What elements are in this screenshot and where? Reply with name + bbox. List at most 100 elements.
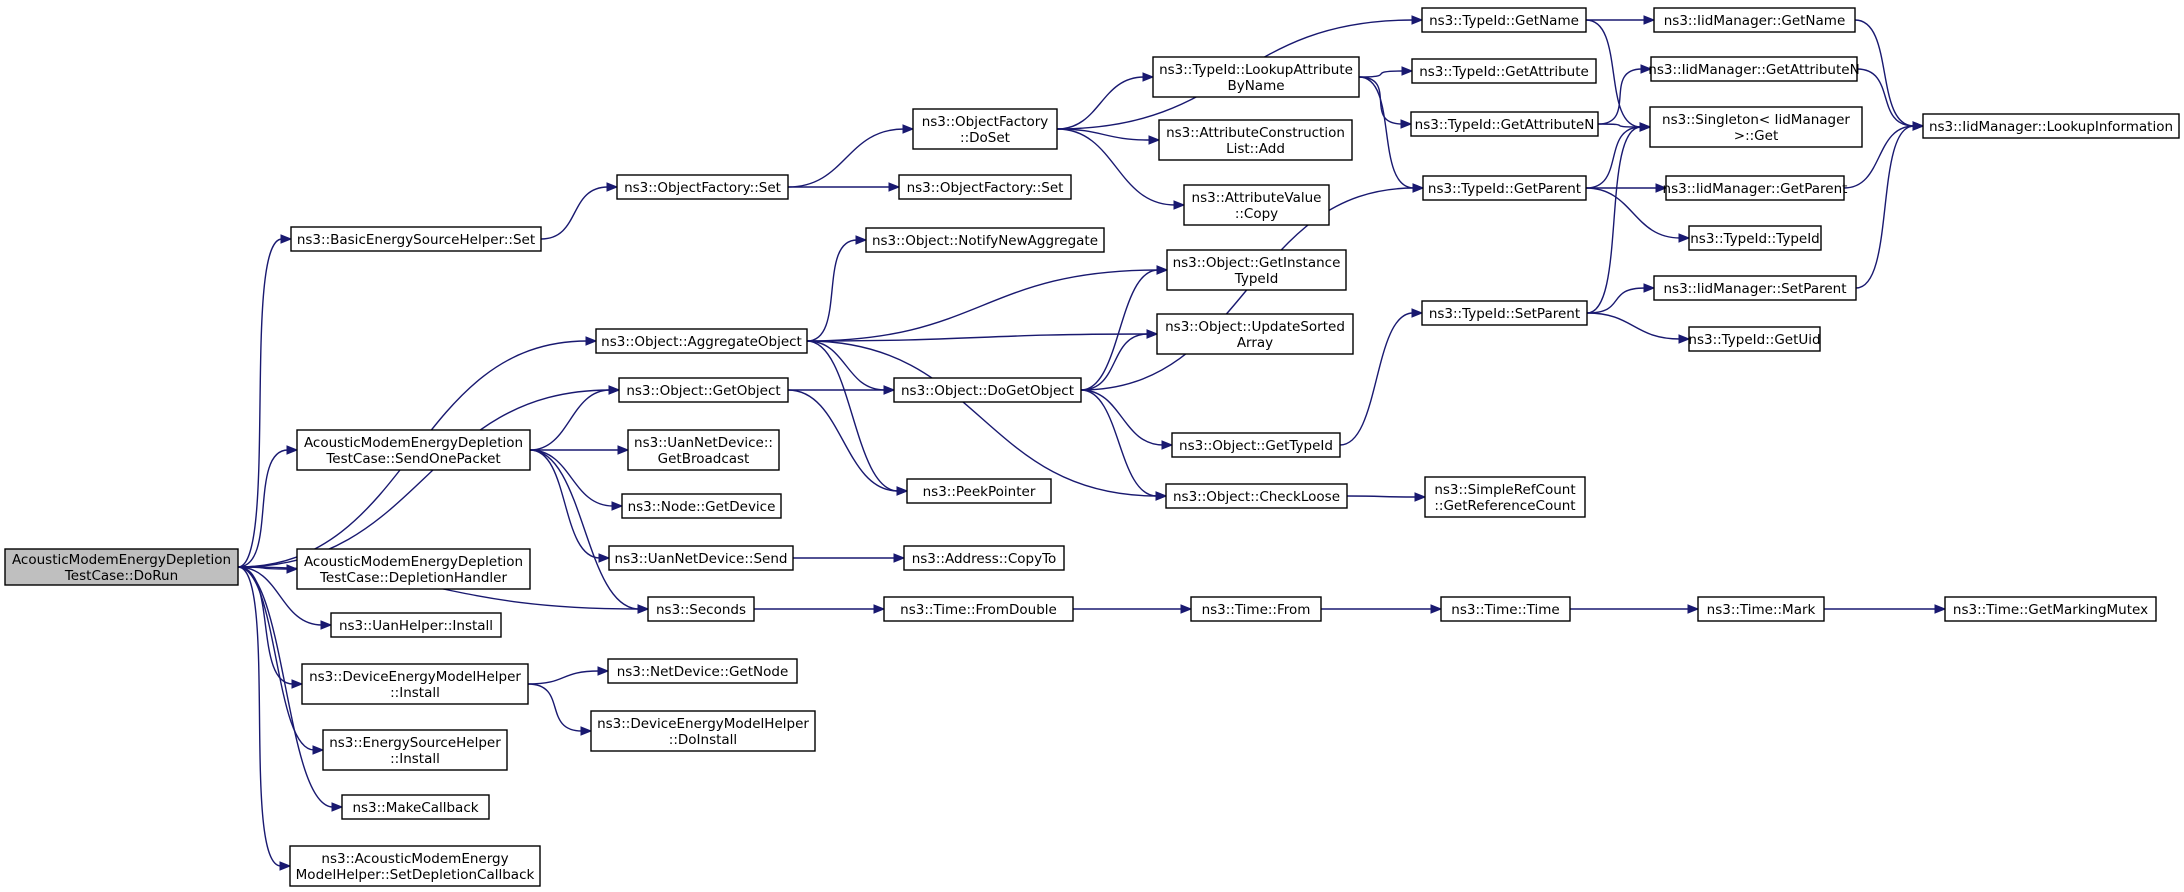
- node-tid-setparent[interactable]: ns3::TypeId::SetParent: [1421, 300, 1588, 326]
- node-time-fromdouble[interactable]: ns3::Time::FromDouble: [883, 596, 1074, 622]
- node-box: [1411, 58, 1597, 84]
- node-of-set1[interactable]: ns3::ObjectFactory::Set: [616, 174, 789, 200]
- arrowhead: [1643, 15, 1656, 25]
- edge-of-doset-to-tid-lookup: [1056, 76, 1145, 130]
- node-demh-doinstall[interactable]: ns3::DeviceEnergyModelHelper::DoInstall: [590, 710, 816, 752]
- node-root[interactable]: AcousticModemEnergyDepletionTestCase::Do…: [4, 548, 239, 586]
- node-box: [608, 545, 794, 571]
- node-amemh-setdepl[interactable]: ns3::AcousticModemEnergyModelHelper::Set…: [289, 845, 541, 887]
- node-label: ::Copy: [1235, 206, 1278, 222]
- node-of-doset[interactable]: ns3::ObjectFactory::DoSet: [912, 108, 1058, 150]
- node-label: ::DoSet: [960, 130, 1010, 146]
- arrowhead: [1142, 72, 1155, 82]
- arrowhead: [1640, 64, 1653, 74]
- node-box: [883, 596, 1074, 622]
- node-time-mark[interactable]: ns3::Time::Mark: [1697, 596, 1825, 622]
- node-makecallback[interactable]: ns3::MakeCallback: [341, 794, 490, 820]
- node-seconds[interactable]: ns3::Seconds: [647, 596, 755, 622]
- node-box: [903, 545, 1065, 571]
- node-label: ns3::Object::DoGetObject: [901, 383, 1074, 399]
- node-label: ::GetReferenceCount: [1434, 498, 1575, 514]
- node-box: [1165, 483, 1348, 509]
- node-tid-typeid[interactable]: ns3::TypeId::TypeId: [1688, 225, 1822, 251]
- arrowhead: [585, 336, 598, 346]
- arrowhead: [855, 235, 868, 245]
- node-tid-getattrn[interactable]: ns3::TypeId::GetAttributeN: [1410, 111, 1599, 137]
- edge-root-to-send-one: [237, 449, 289, 568]
- node-depl-handler[interactable]: AcousticModemEnergyDepletionTestCase::De…: [296, 548, 531, 590]
- node-label: ns3::DeviceEnergyModelHelper: [597, 716, 809, 732]
- node-box: [595, 328, 808, 354]
- node-iid-getattrn[interactable]: ns3::IidManager::GetAttributeN: [1648, 56, 1860, 82]
- node-box: [865, 227, 1105, 253]
- arrowhead: [1912, 121, 1925, 131]
- node-of-set2[interactable]: ns3::ObjectFactory::Set: [898, 174, 1072, 200]
- node-box: [4, 548, 239, 586]
- node-label: TestCase::DoRun: [64, 568, 178, 584]
- node-time-getmutex[interactable]: ns3::Time::GetMarkingMutex: [1944, 596, 2157, 622]
- edge-iid-getattrn-to-iid-lookupinfo: [1856, 68, 1915, 127]
- node-label: ns3::Node::GetDevice: [628, 499, 776, 515]
- node-obj-getobject[interactable]: ns3::Object::GetObject: [618, 377, 789, 403]
- node-av-copy[interactable]: ns3::AttributeValue::Copy: [1183, 184, 1330, 226]
- node-box: [341, 794, 490, 820]
- node-esh-install[interactable]: ns3::EnergySourceHelper::Install: [322, 729, 508, 771]
- node-besh-set[interactable]: ns3::BasicEnergySourceHelper::Set: [290, 226, 542, 252]
- node-src-getref[interactable]: ns3::SimpleRefCount::GetReferenceCount: [1424, 476, 1586, 518]
- node-box: [1922, 113, 2180, 139]
- node-box: [1156, 313, 1354, 355]
- node-peekpointer[interactable]: ns3::PeekPointer: [906, 478, 1052, 504]
- edge-obj-aggregate-to-obj-notify: [806, 239, 858, 342]
- node-iid-getparent[interactable]: ns3::IidManager::GetParent: [1663, 175, 1848, 201]
- node-singleton[interactable]: ns3::Singleton< IidManager>::Get: [1649, 106, 1863, 148]
- node-time-time[interactable]: ns3::Time::Time: [1440, 596, 1571, 622]
- node-obj-checkloose[interactable]: ns3::Object::CheckLoose: [1165, 483, 1348, 509]
- node-label: ::Install: [390, 751, 440, 767]
- node-iid-getname[interactable]: ns3::IidManager::GetName: [1653, 7, 1856, 33]
- node-tid-getattr[interactable]: ns3::TypeId::GetAttribute: [1411, 58, 1597, 84]
- node-box: [1650, 56, 1858, 82]
- node-nd-getnode[interactable]: ns3::NetDevice::GetNode: [607, 658, 798, 684]
- node-label: ns3::Object::GetTypeId: [1179, 438, 1333, 454]
- node-obj-aggregate[interactable]: ns3::Object::AggregateObject: [595, 328, 808, 354]
- arrowhead: [637, 604, 650, 614]
- node-tid-getparent[interactable]: ns3::TypeId::GetParent: [1422, 175, 1587, 201]
- edge-obj-aggregate-to-peekpointer: [806, 340, 899, 492]
- node-uan-send[interactable]: ns3::UanNetDevice::Send: [608, 545, 794, 571]
- node-iid-setparent[interactable]: ns3::IidManager::SetParent: [1653, 275, 1857, 301]
- node-iid-lookupinfo[interactable]: ns3::IidManager::LookupInformation: [1922, 113, 2180, 139]
- node-uanhelper-install[interactable]: ns3::UanHelper::Install: [330, 612, 502, 638]
- edge-root-to-besh-set: [237, 238, 283, 568]
- node-box: [616, 174, 789, 200]
- node-tid-getuid[interactable]: ns3::TypeId::GetUid: [1688, 326, 1821, 352]
- edge-obj-aggregate-to-obj-updsorted: [806, 333, 1149, 342]
- edge-send-one-to-seconds: [529, 449, 640, 610]
- arrowhead: [1687, 604, 1700, 614]
- arrowhead: [286, 564, 299, 574]
- node-box: [290, 226, 542, 252]
- node-send-one[interactable]: AcousticModemEnergyDepletionTestCase::Se…: [296, 429, 531, 471]
- edge-of-set1-to-of-doset: [787, 128, 905, 188]
- node-time-from[interactable]: ns3::Time::From: [1190, 596, 1322, 622]
- node-addr-copyto[interactable]: ns3::Address::CopyTo: [903, 545, 1065, 571]
- node-label: ns3::TypeId::GetParent: [1428, 181, 1581, 197]
- node-demh-install[interactable]: ns3::DeviceEnergyModelHelper::Install: [301, 663, 529, 705]
- node-obj-gettypeid[interactable]: ns3::Object::GetTypeId: [1171, 432, 1341, 458]
- arrowhead: [312, 745, 325, 755]
- arrowhead: [1411, 308, 1424, 318]
- node-label: ModelHelper::SetDepletionCallback: [296, 867, 535, 883]
- node-obj-notify[interactable]: ns3::Object::NotifyNewAggregate: [865, 227, 1105, 253]
- arrowhead: [1412, 183, 1425, 193]
- arrowhead: [1146, 329, 1159, 339]
- arrowhead: [1156, 265, 1169, 275]
- nodes-layer: AcousticModemEnergyDepletionTestCase::Do…: [4, 7, 2180, 887]
- node-tid-getname[interactable]: ns3::TypeId::GetName: [1421, 7, 1587, 33]
- node-uan-getbcast[interactable]: ns3::UanNetDevice::GetBroadcast: [627, 429, 780, 471]
- arrowhead: [1655, 183, 1668, 193]
- node-node-getdevice[interactable]: ns3::Node::GetDevice: [621, 493, 782, 519]
- node-obj-dogetobject[interactable]: ns3::Object::DoGetObject: [893, 377, 1082, 403]
